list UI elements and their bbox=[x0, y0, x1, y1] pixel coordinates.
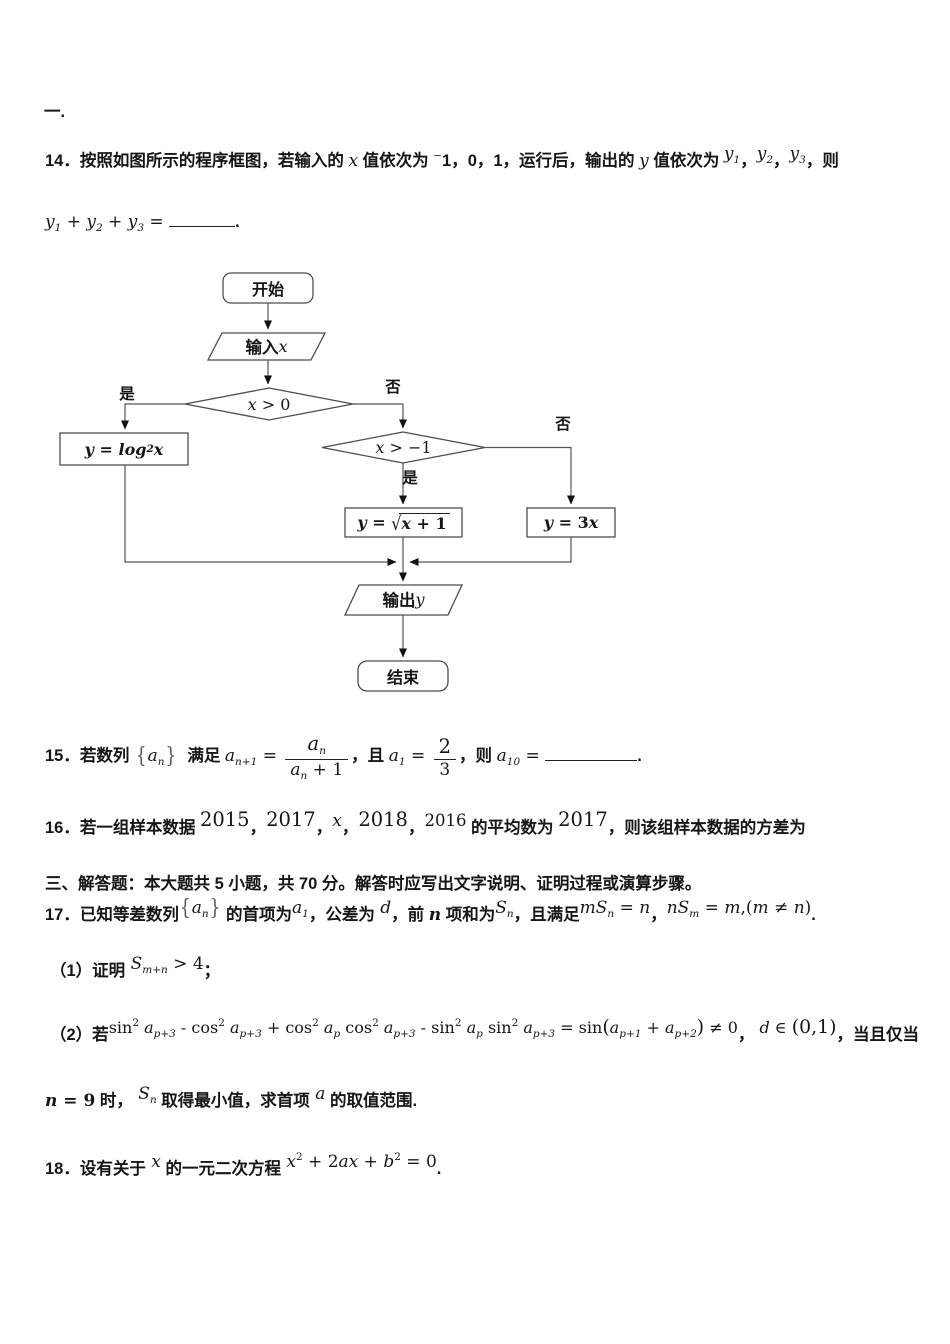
flowchart-branch-sqrt: y = √x + 1 bbox=[345, 508, 462, 537]
input-parallelogram-shape bbox=[206, 332, 327, 361]
flowchart-decision-x-gt-0: x > 0 bbox=[247, 394, 291, 414]
flowchart-yes-label-2: 是 bbox=[402, 470, 418, 487]
flowchart-decision-x-gt-neg1: x > −1 bbox=[375, 438, 432, 457]
flow-connectors bbox=[121, 303, 575, 658]
q17-part1: （1）证明 Sm+n > 4； bbox=[50, 954, 221, 980]
q17-part2: （2）若sin2 ap+3 - cos2 ap+3 + cos2 ap cos2… bbox=[50, 1016, 919, 1044]
q17-part2-continued: n = 9 时， Sn 取得最小值，求首项 a 的取值范围. bbox=[45, 1084, 418, 1111]
q14-statement: 14．按照如图所示的程序框图，若输入的 x 值依次为 −1，0，1，运行后，输出… bbox=[45, 144, 839, 171]
connector-decision1-no bbox=[353, 403, 407, 429]
connector-3x-to-merge bbox=[409, 537, 572, 566]
section-three-header: 三、解答题：本大题共 5 小题，共 70 分。解答时应写出文字说明、证明过程或演… bbox=[45, 875, 702, 893]
flowchart-start-node: 开始 bbox=[251, 280, 284, 299]
end-terminator-shape bbox=[357, 660, 449, 692]
output-parallelogram-shape bbox=[343, 584, 464, 616]
q17-statement: 17．已知等差数列{an} 的首项为a1，公差为 d，前 n 项和为Sn，且满足… bbox=[45, 895, 816, 925]
connector-decision1-yes bbox=[121, 403, 185, 430]
flowchart-yes-label-1: 是 bbox=[119, 386, 135, 403]
q16-statement: 16．若一组样本数据 2015，2017，x，2018，2016 的平均数为 2… bbox=[45, 808, 806, 837]
flow-shapes bbox=[59, 272, 616, 692]
section-one-marker: 一. bbox=[44, 103, 66, 121]
connector-log-to-merge bbox=[124, 465, 397, 566]
flowchart-no-label-1: 否 bbox=[385, 379, 401, 396]
flowchart-canvas bbox=[59, 272, 616, 692]
q14-answer-line: y1 + y2 + y3 = . bbox=[45, 212, 240, 234]
decision-x-gt-0-shape bbox=[184, 387, 354, 421]
branch-log-shape bbox=[59, 432, 189, 466]
flowchart-no-label-2: 否 bbox=[555, 416, 571, 433]
flowchart-end-node: 结束 bbox=[386, 668, 419, 687]
connector-decision2-no bbox=[485, 446, 575, 505]
q18-statement: 18．设有关于 x 的一元二次方程 x2 + 2ax + b2 = 0. bbox=[45, 1151, 442, 1178]
